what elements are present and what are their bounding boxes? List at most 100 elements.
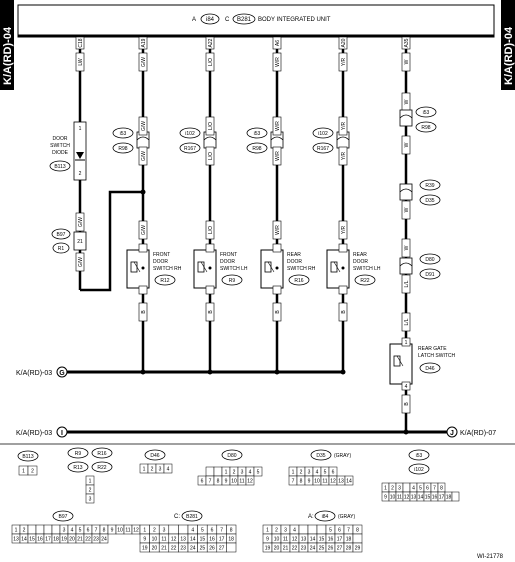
- switch-1-label-2: DOOR: [220, 259, 235, 265]
- unit-prefix-a: A: [192, 17, 196, 23]
- switch-2-label-2: DOOR: [287, 259, 302, 265]
- ground-bus-ij: K/A(RD)-03 I J K/A(RD)-07: [16, 426, 496, 438]
- right-side-label: K/A(RD)-04: [503, 26, 515, 85]
- splice-0-bottom-oval: [112, 142, 134, 154]
- d80-pin: 6: [201, 479, 204, 485]
- splice-3-bottom-oval: [312, 142, 334, 154]
- unit-code-a: i84: [206, 17, 215, 23]
- b281-pin: 23: [180, 546, 186, 552]
- d35-pin: 11: [322, 479, 327, 485]
- i53-pin: 12: [404, 495, 410, 501]
- b281-pin: 17: [219, 537, 225, 543]
- i53-pin: 15: [425, 495, 431, 501]
- b281-pin: 22: [171, 546, 177, 552]
- splice-0-top-oval: [112, 127, 134, 139]
- wire-label-c4-mid: Y/R: [341, 225, 347, 234]
- d35-pin: 10: [314, 479, 320, 485]
- ground-g-ref: K/A(RD)-03: [16, 370, 52, 377]
- switch-3-label-2: DOOR: [353, 259, 368, 265]
- wire-label-c5-c: W: [404, 207, 410, 212]
- switch-0-ref: R12: [160, 278, 169, 284]
- b97-pin: 14: [21, 537, 27, 543]
- ground-i-ref: K/A(RD)-03: [16, 430, 52, 437]
- conn-d80-ref: D80: [227, 453, 236, 459]
- ground-wire-c4: B: [341, 310, 347, 314]
- d46-pin: 3: [159, 467, 162, 473]
- splice-2-bottom: R98: [252, 146, 261, 152]
- d35-pin: 8: [300, 479, 303, 485]
- d80-pin: 11: [239, 479, 244, 485]
- wire-label-c5-top: W: [404, 59, 410, 64]
- splice-1-bottom-oval: [179, 142, 201, 154]
- diode-pin-1: 1: [79, 126, 82, 132]
- i84-pin: 16: [328, 537, 334, 543]
- conn-i53-ref-oval: [408, 449, 430, 461]
- i84-pin: 4: [293, 528, 296, 534]
- b97-pin: 23: [93, 537, 99, 543]
- switch-3-ref-oval: [354, 274, 376, 286]
- b97-pin: 16: [37, 537, 43, 543]
- conn-r22-ref-oval: [91, 461, 113, 473]
- b281-pin: 8: [230, 528, 233, 534]
- d35-pin: 2: [300, 470, 303, 476]
- b281-pin: 7: [220, 528, 223, 534]
- b97-pin: 19: [61, 537, 67, 543]
- unit-pin-3: A6: [275, 40, 281, 46]
- d35-pin: 3: [308, 470, 311, 476]
- harness-b97: B97 R1 21: [51, 228, 87, 254]
- b97-pin: 13: [13, 537, 19, 543]
- b281-pin: 4: [191, 528, 194, 534]
- b281-pin: 25: [200, 546, 206, 552]
- ground-wire-c3: B: [275, 310, 281, 314]
- wire-label-c1-top: G/W: [141, 57, 147, 67]
- figure-id: WI-21778: [477, 554, 504, 560]
- i84-pin: 26: [328, 546, 334, 552]
- b97-pin: 15: [29, 537, 35, 543]
- switch-1-ref: R9: [229, 278, 236, 284]
- unit-prefix-c: C: [225, 17, 230, 23]
- conn-b281-ref: B281: [186, 514, 198, 520]
- wire-label-c5-g: B: [404, 402, 410, 406]
- b281-pin: 19: [142, 546, 148, 552]
- i84-pin: 9: [266, 537, 269, 543]
- wire-label-c1-upper: G/W: [141, 121, 147, 131]
- wire-label-c4-top: Y/R: [341, 57, 347, 66]
- gate-label-2: LATCH SWITCH: [418, 353, 456, 359]
- d80-pin: 12: [247, 479, 253, 485]
- b281-pin: 2: [153, 528, 156, 534]
- b281-pin: 14: [190, 537, 196, 543]
- i84-pin: 23: [301, 546, 307, 552]
- conn-d35-ref: D35: [316, 453, 325, 459]
- wire-label-c0-top: LW: [78, 58, 84, 65]
- b97-pin: 24: [101, 537, 107, 543]
- i84-pin: 22: [292, 546, 298, 552]
- rb-splice1-top: i53: [423, 110, 430, 116]
- unit-pin-1: A19: [141, 38, 147, 47]
- switch-0-label-3: SWITCH RH: [153, 266, 182, 272]
- b281-pin: 11: [161, 537, 166, 543]
- rb-splice3-top: D80: [425, 257, 434, 263]
- wire-label-c1-lower: G/W: [141, 151, 147, 161]
- b97-pin: 21: [77, 537, 83, 543]
- b97-pin: 1: [15, 528, 18, 534]
- b281-pin: 27: [219, 546, 225, 552]
- rb-splice2-bottom: D35: [425, 198, 434, 204]
- body-integrated-unit: A i84 C B281 BODY INTEGRATED UNIT: [17, 4, 495, 38]
- gate-pin-4: 4: [405, 384, 408, 390]
- rb-splice2-top-oval: [419, 179, 441, 191]
- i53-pin: 17: [439, 495, 445, 501]
- switch-1-ref-oval: [221, 274, 243, 286]
- conn-r16-ref: R16: [97, 451, 106, 457]
- d80-pin: 4: [249, 470, 252, 476]
- i84-pin: 20: [274, 546, 280, 552]
